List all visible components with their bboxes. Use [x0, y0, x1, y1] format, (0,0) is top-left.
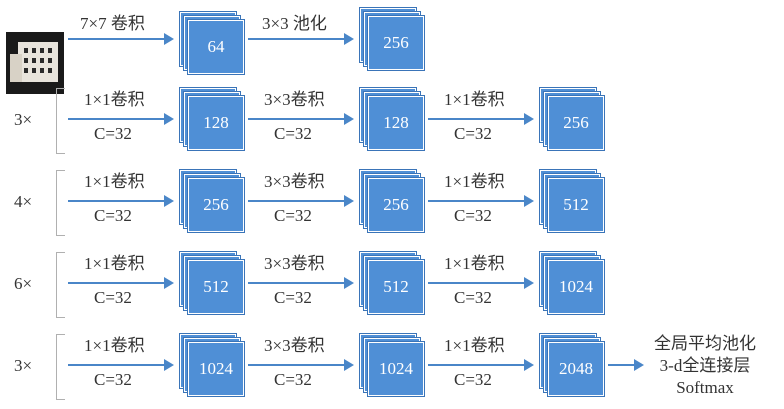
arrow — [428, 195, 534, 207]
block-label: 128 — [368, 96, 424, 150]
conv-block: 512 — [360, 252, 424, 316]
cardinality-label: C=32 — [454, 288, 492, 307]
arrow — [68, 277, 174, 289]
arrow — [248, 113, 354, 125]
arrow-stem-conv — [68, 33, 174, 45]
conv-label: 1×1卷积 — [84, 90, 145, 109]
conv-label: 3×3卷积 — [264, 254, 325, 273]
conv-label: 1×1卷积 — [84, 254, 145, 273]
conv-label: 1×1卷积 — [84, 336, 145, 355]
block-label: 512 — [368, 260, 424, 314]
conv-block: 1024 — [540, 252, 604, 316]
cardinality-label: C=32 — [94, 288, 132, 307]
cardinality-label: C=32 — [94, 124, 132, 143]
stage-bracket — [56, 88, 65, 154]
block-label: 256 — [368, 16, 424, 70]
stage-repeat-label: 6× — [14, 274, 33, 293]
block-label: 2048 — [548, 342, 604, 396]
arrow-output — [608, 359, 644, 371]
cardinality-label: C=32 — [274, 370, 312, 389]
stage-repeat-label: 4× — [14, 192, 33, 211]
conv-label: 1×1卷积 — [444, 90, 505, 109]
cardinality-label: C=32 — [454, 124, 492, 143]
stage-repeat-label: 3× — [14, 356, 33, 375]
arrow — [248, 359, 354, 371]
block-label: 256 — [188, 178, 244, 232]
cardinality-label: C=32 — [454, 370, 492, 389]
conv-block: 1024 — [360, 334, 424, 398]
output-line-2: 3-d全连接层 — [659, 356, 751, 375]
conv-label: 1×1卷积 — [444, 254, 505, 273]
arrow — [68, 359, 174, 371]
block-label: 128 — [188, 96, 244, 150]
conv-block: 128 — [180, 88, 244, 152]
block-label: 1024 — [548, 260, 604, 314]
arrow — [428, 113, 534, 125]
block-label: 256 — [548, 96, 604, 150]
conv-block: 256 — [540, 88, 604, 152]
block-label: 1024 — [188, 342, 244, 396]
block-label: 512 — [188, 260, 244, 314]
block-label: 512 — [548, 178, 604, 232]
stage-bracket — [56, 334, 65, 400]
conv-label: 3×3卷积 — [264, 172, 325, 191]
arrow — [68, 113, 174, 125]
stem-conv-label: 7×7 卷积 — [80, 14, 145, 33]
stage-bracket — [56, 252, 65, 318]
conv-block: 256 — [180, 170, 244, 234]
block-label: 64 — [188, 20, 244, 74]
block-stem-conv: 64 — [180, 12, 244, 76]
conv-block: 256 — [360, 170, 424, 234]
output-line-3: Softmax — [676, 378, 734, 397]
cardinality-label: C=32 — [274, 206, 312, 225]
conv-label: 3×3卷积 — [264, 90, 325, 109]
arrow-stem-pool — [248, 33, 354, 45]
cardinality-label: C=32 — [94, 206, 132, 225]
stage-repeat-label: 3× — [14, 110, 33, 129]
conv-label: 1×1卷积 — [444, 172, 505, 191]
conv-block: 512 — [540, 170, 604, 234]
conv-block: 2048 — [540, 334, 604, 398]
cardinality-label: C=32 — [94, 370, 132, 389]
arrow — [428, 359, 534, 371]
cardinality-label: C=32 — [274, 124, 312, 143]
block-label: 256 — [368, 178, 424, 232]
stem-pool-label: 3×3 池化 — [262, 14, 327, 33]
conv-block: 128 — [360, 88, 424, 152]
conv-label: 3×3卷积 — [264, 336, 325, 355]
conv-label: 1×1卷积 — [84, 172, 145, 191]
conv-label: 1×1卷积 — [444, 336, 505, 355]
arrow — [248, 195, 354, 207]
cardinality-label: C=32 — [274, 288, 312, 307]
arrow — [428, 277, 534, 289]
block-label: 1024 — [368, 342, 424, 396]
conv-block: 512 — [180, 252, 244, 316]
arrow — [248, 277, 354, 289]
conv-block: 1024 — [180, 334, 244, 398]
cardinality-label: C=32 — [454, 206, 492, 225]
arrow — [68, 195, 174, 207]
stage-bracket — [56, 170, 65, 236]
block-stem-pool: 256 — [360, 8, 424, 72]
output-line-1: 全局平均池化 — [654, 334, 756, 353]
input-image — [6, 32, 64, 94]
